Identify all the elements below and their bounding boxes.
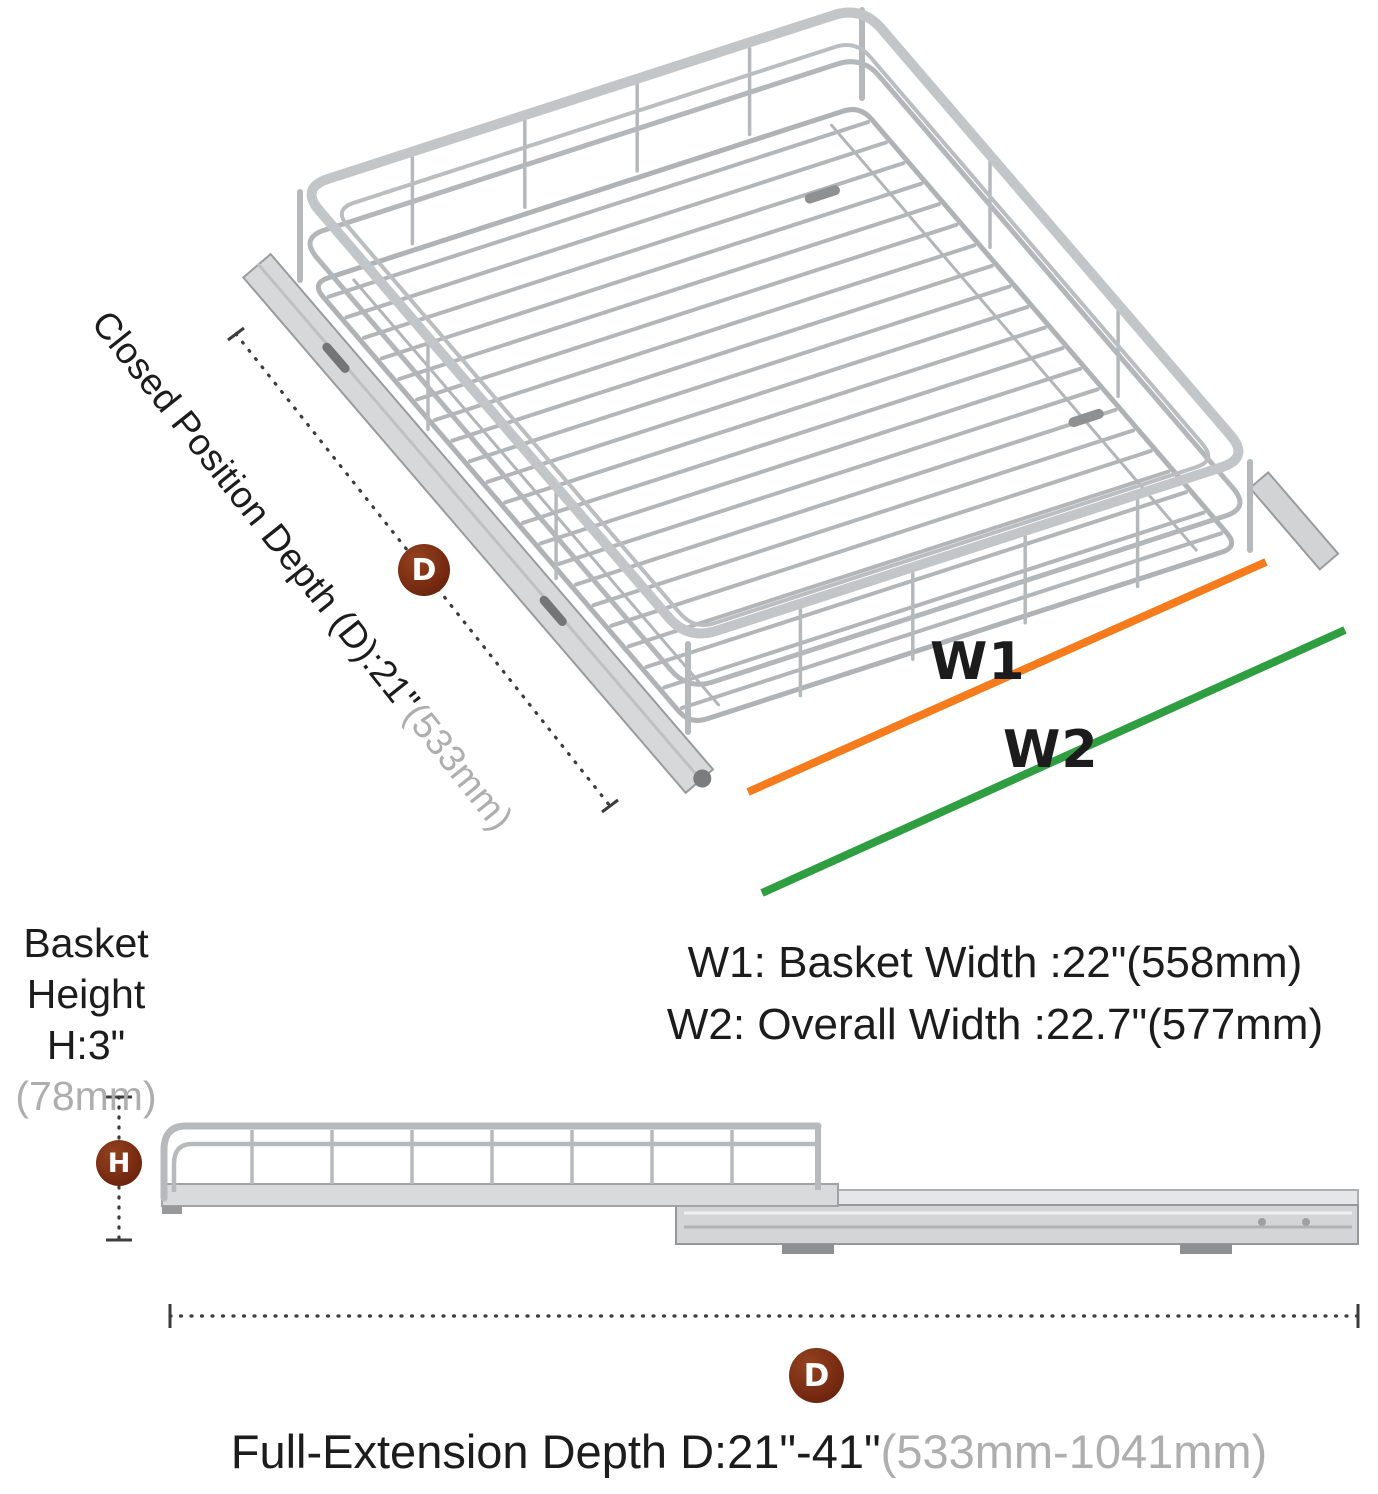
w1-label: W1 xyxy=(930,632,1026,692)
w2-description: W2: Overall Width :22.7"(577mm) xyxy=(666,1000,1324,1049)
basket-rim-profile xyxy=(160,1122,822,1202)
w1-measure-line xyxy=(746,558,1268,796)
w1-description: W1: Basket Width :22"(558mm) xyxy=(687,938,1303,987)
basket-height-line3: H:3" xyxy=(46,1022,126,1068)
basket-height-line2: Height xyxy=(26,971,146,1017)
depth-badge-top: D xyxy=(398,544,450,596)
tick xyxy=(601,798,619,814)
basket-height-line1: Basket xyxy=(23,920,149,966)
w2-measure-line xyxy=(760,626,1347,897)
tick xyxy=(227,326,245,342)
basket-base-profile xyxy=(161,1183,839,1207)
height-badge: H xyxy=(96,1140,142,1186)
basket-foot xyxy=(162,1206,182,1214)
depth-badge-bottom: D xyxy=(789,1348,844,1403)
w2-label: W2 xyxy=(1003,720,1099,780)
width-descriptions: W1: Basket Width :22"(558mm) W2: Overall… xyxy=(610,932,1378,1056)
basket-rim-profile-2 xyxy=(171,1141,816,1192)
screw-hole xyxy=(1302,1218,1310,1226)
side-view-illustration xyxy=(160,1122,1359,1254)
rail-foot xyxy=(782,1244,834,1254)
pullout-basket-illustration xyxy=(241,7,1340,795)
outer-rail xyxy=(675,1204,1359,1245)
full-extension-metric: (533mm-1041mm) xyxy=(880,1425,1268,1478)
rail-foot xyxy=(1180,1244,1232,1254)
full-extension-text: Full-Extension Depth D:21"-41" xyxy=(230,1425,881,1478)
full-extension-label: Full-Extension Depth D:21"-41"(533mm-104… xyxy=(0,1424,1378,1479)
screw-hole xyxy=(1258,1218,1266,1226)
basket-height-label: Basket Height H:3" (78mm) xyxy=(0,918,172,1122)
basket-height-metric: (78mm) xyxy=(15,1073,157,1119)
